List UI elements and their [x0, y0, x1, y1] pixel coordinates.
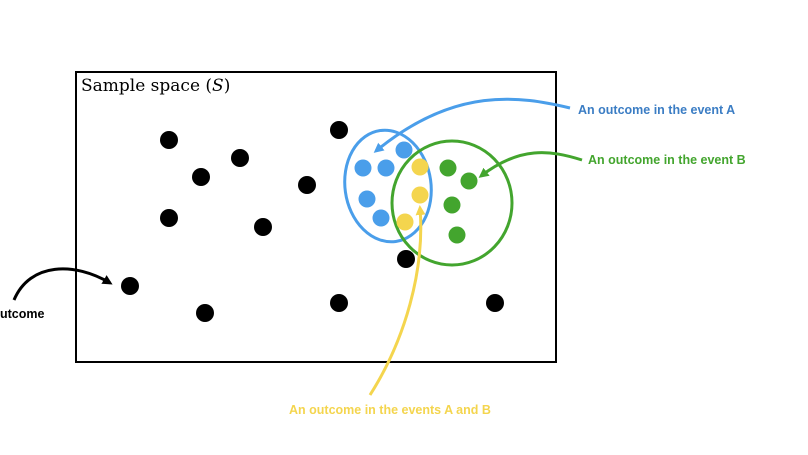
event-a-dot: [377, 159, 395, 177]
outcome-label: utcome: [0, 307, 45, 321]
sample-space-label: Sample space (S): [81, 76, 230, 96]
outcome-arrow: [12, 267, 113, 301]
outcome-dot: [160, 131, 178, 149]
event-ab-dot: [411, 186, 429, 204]
outcome-dot: [160, 209, 178, 227]
event-a-label: An outcome in the event A: [578, 103, 736, 117]
outcome-dot: [330, 121, 348, 139]
sample-space-symbol: S: [212, 76, 224, 96]
outcome-dot: [121, 277, 139, 295]
event-b-dot: [439, 159, 457, 177]
event-b-dot: [448, 226, 466, 244]
outcome-dot: [192, 168, 210, 186]
events-ab-arrow: [368, 205, 426, 396]
sample-space-label-close: ): [223, 76, 231, 96]
sample-space-box: [75, 71, 557, 363]
event-a-dot: [354, 159, 372, 177]
event-a-ellipse: [343, 128, 433, 244]
sample-space-label-text: Sample space (: [81, 76, 213, 96]
event-b-outcomes: [439, 159, 478, 244]
event-ab-dot: [396, 213, 414, 231]
outcome-dot: [231, 149, 249, 167]
event-a-arrow: [373, 97, 571, 153]
event-a-outcomes: [354, 141, 413, 227]
outcome-dot: [196, 304, 214, 322]
event-b-label: An outcome in the event B: [588, 153, 746, 167]
outcome-dot: [397, 250, 415, 268]
event-ab-dot: [411, 158, 429, 176]
outcome-dot: [298, 176, 316, 194]
event-a-dot: [358, 190, 376, 208]
outcomes: [121, 121, 504, 322]
event-a-dot: [395, 141, 413, 159]
outcome-dot: [254, 218, 272, 236]
outcome-dot: [486, 294, 504, 312]
event-b-ellipse: [390, 139, 514, 267]
event-a-dot: [372, 209, 390, 227]
event-b-dot: [460, 172, 478, 190]
event-b-arrow: [478, 151, 583, 178]
event-ab-outcomes: [396, 158, 429, 231]
outcome-dot: [330, 294, 348, 312]
events-a-and-b-label: An outcome in the events A and B: [289, 403, 491, 417]
event-b-dot: [443, 196, 461, 214]
